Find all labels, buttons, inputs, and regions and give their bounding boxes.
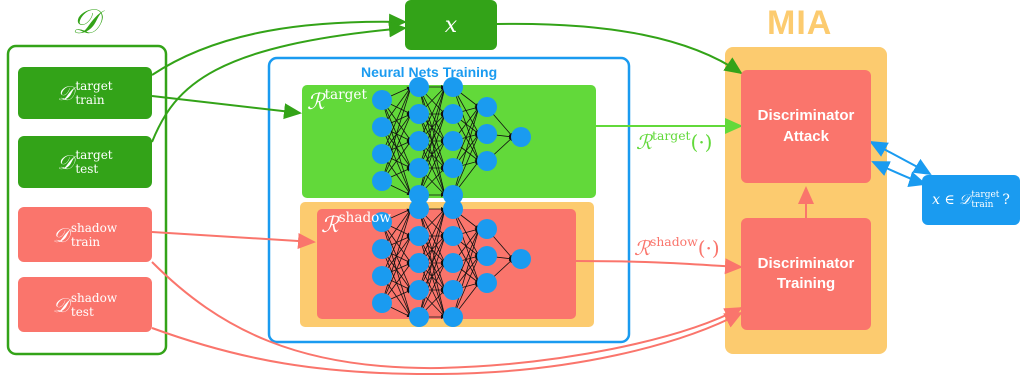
shadow-network-edge [418,208,446,291]
shadow-network-edge [452,255,480,318]
shadow-network-edge [418,235,446,318]
target-network-node [511,127,531,147]
target-network-edge [381,113,412,182]
dataset-symbol: 𝒟 [72,2,100,42]
shadow-network-node [372,212,392,232]
shadow-network-node [372,239,392,259]
target-network-node [372,171,392,191]
target-network-edge [452,133,480,196]
shadow-network-node [409,226,429,246]
target-network-node [372,117,392,137]
target-network-edge [418,113,446,196]
discriminator-attack-box: Discriminator Attack [741,70,871,183]
shadow-train-sub: train [70,234,101,249]
target-test-sup: target [75,148,113,162]
target-network-edge [452,106,480,196]
discriminator-training-line2: Training [776,275,836,292]
arrow-shadow-test-to-disc-training [151,312,743,376]
shadow-test-sub: test [70,304,94,319]
query-prefix: x ∈ 𝒟 [932,192,971,208]
target-test-letter: 𝒟 [57,150,74,174]
mia-title: MIA [767,4,833,42]
target-network-node [443,158,463,178]
query-sub: train [971,199,994,210]
target-network-node [443,104,463,124]
target-network-node [409,185,429,205]
training-title: Neural Nets Training [361,64,498,80]
shadow-network-edge [381,208,412,304]
arrow-shadow-train-to-shadow [151,231,316,249]
shadow-network-node [372,266,392,286]
shadow-model-label: ℛshadow [321,209,392,238]
target-network-node [372,144,392,164]
shadow-network-node [443,307,463,327]
target-network-node [477,124,497,144]
shadow-network-node [477,219,497,239]
shadow-network [372,199,531,327]
input-x-label: x [444,12,458,38]
target-network-node [372,90,392,110]
target-train-sub: train [75,93,105,107]
target-test-sub: test [75,162,99,176]
arrow-x-to-attack [496,22,743,75]
input-x-box: x [405,0,497,50]
shadow-test-sup: shadow [70,290,118,305]
shadow-test-letter: 𝒟 [52,292,69,317]
target-network [372,77,531,205]
target-train-letter: 𝒟 [57,81,74,105]
discriminator-training-line1: Discriminator [757,254,855,272]
shadow-network-node [409,280,429,300]
target-network-node [409,158,429,178]
shadow-network-node [511,249,531,269]
target-network-node [443,131,463,151]
target-network-node [409,131,429,151]
arrow-train-to-target [151,95,302,120]
target-network-node [477,151,497,171]
shadow-output-label: ℛshadow(·) [634,233,720,260]
arrow-shadow-train-to-disc-training [151,261,743,370]
shadow-network-node [372,293,392,313]
discriminator-training-box: Discriminator Training [741,218,871,330]
shadow-network-node [409,253,429,273]
shadow-network-edge [381,235,412,304]
shadow-network-node [477,273,497,293]
shadow-train-sup: shadow [70,220,118,235]
query-suffix: ? [1002,192,1010,208]
discriminator-attack-line2: Attack [783,127,829,145]
target-network-node [409,77,429,97]
target-train-sup: target [75,79,113,93]
target-network-edge [381,86,412,182]
target-network-node [409,104,429,124]
shadow-network-node [409,307,429,327]
shadow-train-letter: 𝒟 [52,222,69,247]
shadow-network-node [443,253,463,273]
arrow-test-to-x [151,21,407,143]
target-network-edge [418,86,446,169]
target-network-edge [452,106,480,169]
target-output-label: ℛtarget(·) [636,127,713,154]
shadow-network-node [409,199,429,219]
arrow-shadow-to-disc-training [575,258,743,275]
shadow-network-edge [452,228,480,291]
arrow-train-to-x [151,13,407,76]
target-network-node [477,97,497,117]
query-sup: target [971,189,1000,200]
shadow-network-node [443,280,463,300]
target-network-node [443,77,463,97]
shadow-network-node [477,246,497,266]
membership-query-box: x ∈ 𝒟 target train ? [922,175,1020,225]
arrow-query-attack [871,161,927,187]
shadow-network-node [443,199,463,219]
target-model-label: ℛtarget [307,86,367,115]
target-network-node [443,185,463,205]
discriminator-attack-line1: Discriminator [757,107,855,125]
shadow-network-node [443,226,463,246]
shadow-network-edge [452,228,480,318]
target-network-edge [381,86,412,155]
shadow-network-edge [381,208,412,277]
